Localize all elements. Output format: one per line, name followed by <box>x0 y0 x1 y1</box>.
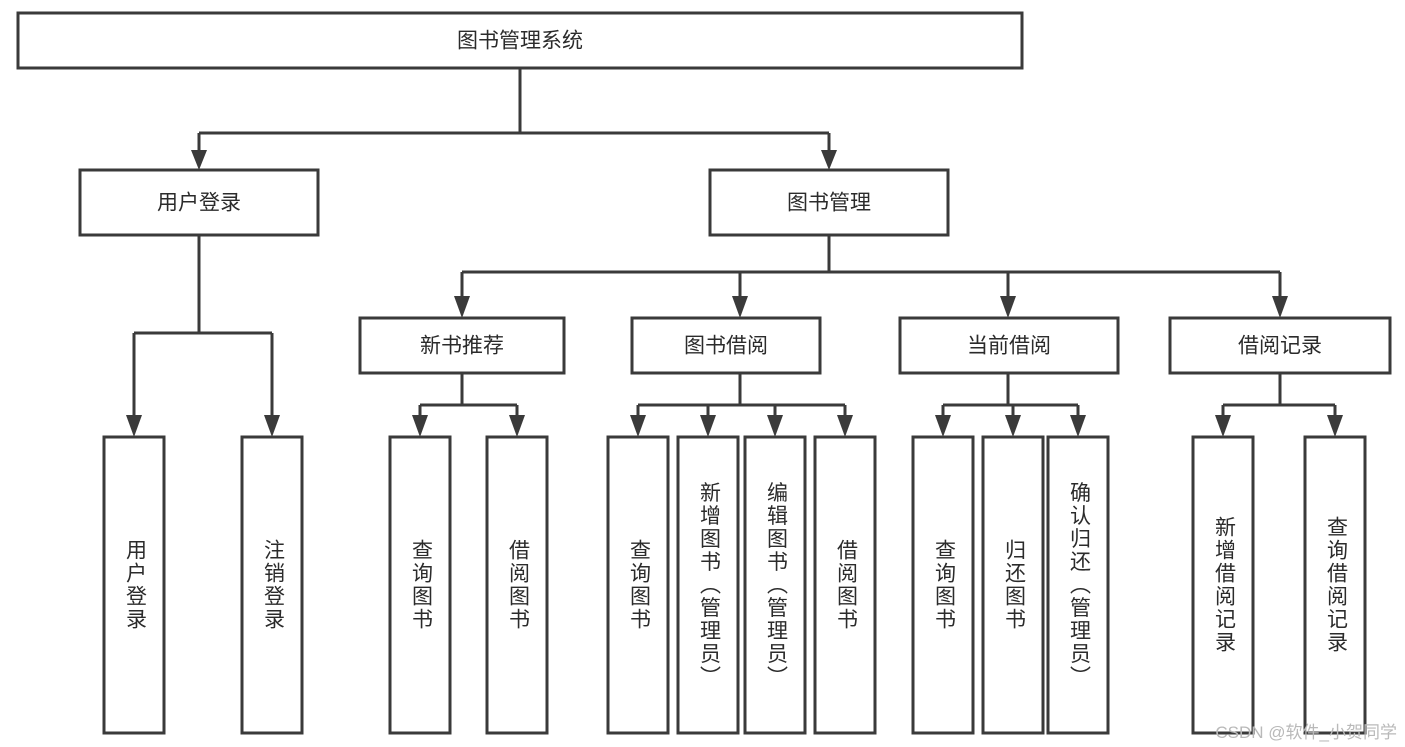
node-leaf-user-login[interactable]: 用户登录 <box>102 435 166 735</box>
node-leaf-borrow-book-rec-box[interactable] <box>485 435 549 735</box>
csdn-watermark: CSDN @软件_小贺同学 <box>1215 723 1397 742</box>
node-leaf-add-book-box[interactable] <box>676 435 740 735</box>
arrow-head-book-borrow <box>732 296 748 318</box>
node-leaf-confirm-return-box[interactable] <box>1046 435 1110 735</box>
node-leaf-borrow-book-bor[interactable]: 借阅图书 <box>813 435 877 735</box>
node-book-borrow-box[interactable] <box>630 316 822 375</box>
node-root-box[interactable] <box>16 11 1024 70</box>
node-leaf-query-book-cur[interactable]: 查询图书 <box>911 435 975 735</box>
arrow-head-leaf-add-book <box>700 415 716 437</box>
node-leaf-query-book-rec[interactable]: 查询图书 <box>388 435 452 735</box>
node-book-management[interactable]: 图书管理 <box>708 168 950 237</box>
arrow-head-leaf-edit-book <box>767 415 783 437</box>
node-leaf-confirm-return-label: 确认归还（管理员） <box>1067 482 1091 689</box>
node-leaf-edit-book-label: 编辑图书（管理员） <box>764 482 788 689</box>
node-leaf-edit-book[interactable]: 编辑图书（管理员） <box>743 435 807 735</box>
node-borrow-record-box[interactable] <box>1168 316 1392 375</box>
node-leaf-return-book-label: 归还图书 <box>1002 539 1026 631</box>
node-current-borrow-label: 当前借阅 <box>967 335 1051 358</box>
node-new-book-recommend[interactable]: 新书推荐 <box>358 316 566 375</box>
arrow-head-leaf-query-book-bor <box>630 415 646 437</box>
arrow-head-leaf-user-login <box>126 415 142 437</box>
node-borrow-record[interactable]: 借阅记录 <box>1168 316 1392 375</box>
node-leaf-add-record-box[interactable] <box>1191 435 1255 735</box>
arrow-head-leaf-query-book-cur <box>935 415 951 437</box>
node-leaf-query-book-rec-label: 查询图书 <box>409 539 433 631</box>
node-leaf-user-login-box[interactable] <box>102 435 166 735</box>
node-leaf-confirm-return[interactable]: 确认归还（管理员） <box>1046 435 1110 735</box>
node-leaf-logout[interactable]: 注销登录 <box>240 435 304 735</box>
arrow-head-user-login <box>191 150 207 170</box>
node-book-borrow-label: 图书借阅 <box>684 335 768 358</box>
node-leaf-add-book-label: 新增图书（管理员） <box>697 482 721 689</box>
arrow-head-leaf-confirm-return <box>1070 415 1086 437</box>
node-root-label: 图书管理系统 <box>457 30 583 53</box>
arrow-head-new-book-recommend <box>454 296 470 318</box>
connector-group <box>126 68 1343 437</box>
arrow-head-leaf-query-book-rec <box>412 415 428 437</box>
arrow-head-leaf-borrow-book-rec <box>509 415 525 437</box>
arrow-head-current-borrow <box>1000 296 1016 318</box>
node-borrow-record-label: 借阅记录 <box>1238 335 1322 358</box>
node-new-book-recommend-label: 新书推荐 <box>420 335 504 358</box>
node-user-login-box[interactable] <box>78 168 320 237</box>
arrow-head-leaf-logout <box>264 415 280 437</box>
node-leaf-add-record-label: 新增借阅记录 <box>1212 516 1236 654</box>
node-leaf-query-book-cur-box[interactable] <box>911 435 975 735</box>
node-leaf-query-book-bor-box[interactable] <box>606 435 670 735</box>
node-current-borrow[interactable]: 当前借阅 <box>898 316 1120 375</box>
node-leaf-add-book[interactable]: 新增图书（管理员） <box>676 435 740 735</box>
node-leaf-return-book[interactable]: 归还图书 <box>981 435 1045 735</box>
arrow-head-book-management <box>821 150 837 170</box>
node-current-borrow-box[interactable] <box>898 316 1120 375</box>
arrow-head-borrow-record <box>1272 296 1288 318</box>
node-leaf-query-book-bor-label: 查询图书 <box>627 539 651 631</box>
node-leaf-borrow-book-rec-label: 借阅图书 <box>506 539 530 631</box>
arrow-head-leaf-borrow-book-bor <box>837 415 853 437</box>
arrow-head-leaf-query-record <box>1327 415 1343 437</box>
node-leaf-borrow-book-bor-box[interactable] <box>813 435 877 735</box>
node-leaf-query-book-cur-label: 查询图书 <box>932 539 956 631</box>
node-book-management-label: 图书管理 <box>787 192 871 215</box>
node-book-management-box[interactable] <box>708 168 950 237</box>
node-leaf-query-record-box[interactable] <box>1303 435 1367 735</box>
node-book-borrow[interactable]: 图书借阅 <box>630 316 822 375</box>
node-leaf-borrow-book-bor-label: 借阅图书 <box>834 539 858 631</box>
node-user-login-label: 用户登录 <box>157 192 241 215</box>
node-new-book-recommend-box[interactable] <box>358 316 566 375</box>
node-user-login[interactable]: 用户登录 <box>78 168 320 237</box>
node-leaf-query-book-rec-box[interactable] <box>388 435 452 735</box>
node-leaf-logout-label: 注销登录 <box>261 539 285 631</box>
node-leaf-edit-book-box[interactable] <box>743 435 807 735</box>
arrow-head-leaf-add-record <box>1215 415 1231 437</box>
node-leaf-query-record-label: 查询借阅记录 <box>1324 516 1348 654</box>
node-leaf-user-login-label: 用户登录 <box>123 539 147 631</box>
node-leaf-query-record[interactable]: 查询借阅记录 <box>1303 435 1367 735</box>
node-leaf-borrow-book-rec[interactable]: 借阅图书 <box>485 435 549 735</box>
node-leaf-query-book-bor[interactable]: 查询图书 <box>606 435 670 735</box>
node-leaf-return-book-box[interactable] <box>981 435 1045 735</box>
node-leaf-add-record[interactable]: 新增借阅记录 <box>1191 435 1255 735</box>
node-leaf-logout-box[interactable] <box>240 435 304 735</box>
node-root[interactable]: 图书管理系统 <box>16 11 1024 70</box>
arrow-head-leaf-return-book <box>1005 415 1021 437</box>
